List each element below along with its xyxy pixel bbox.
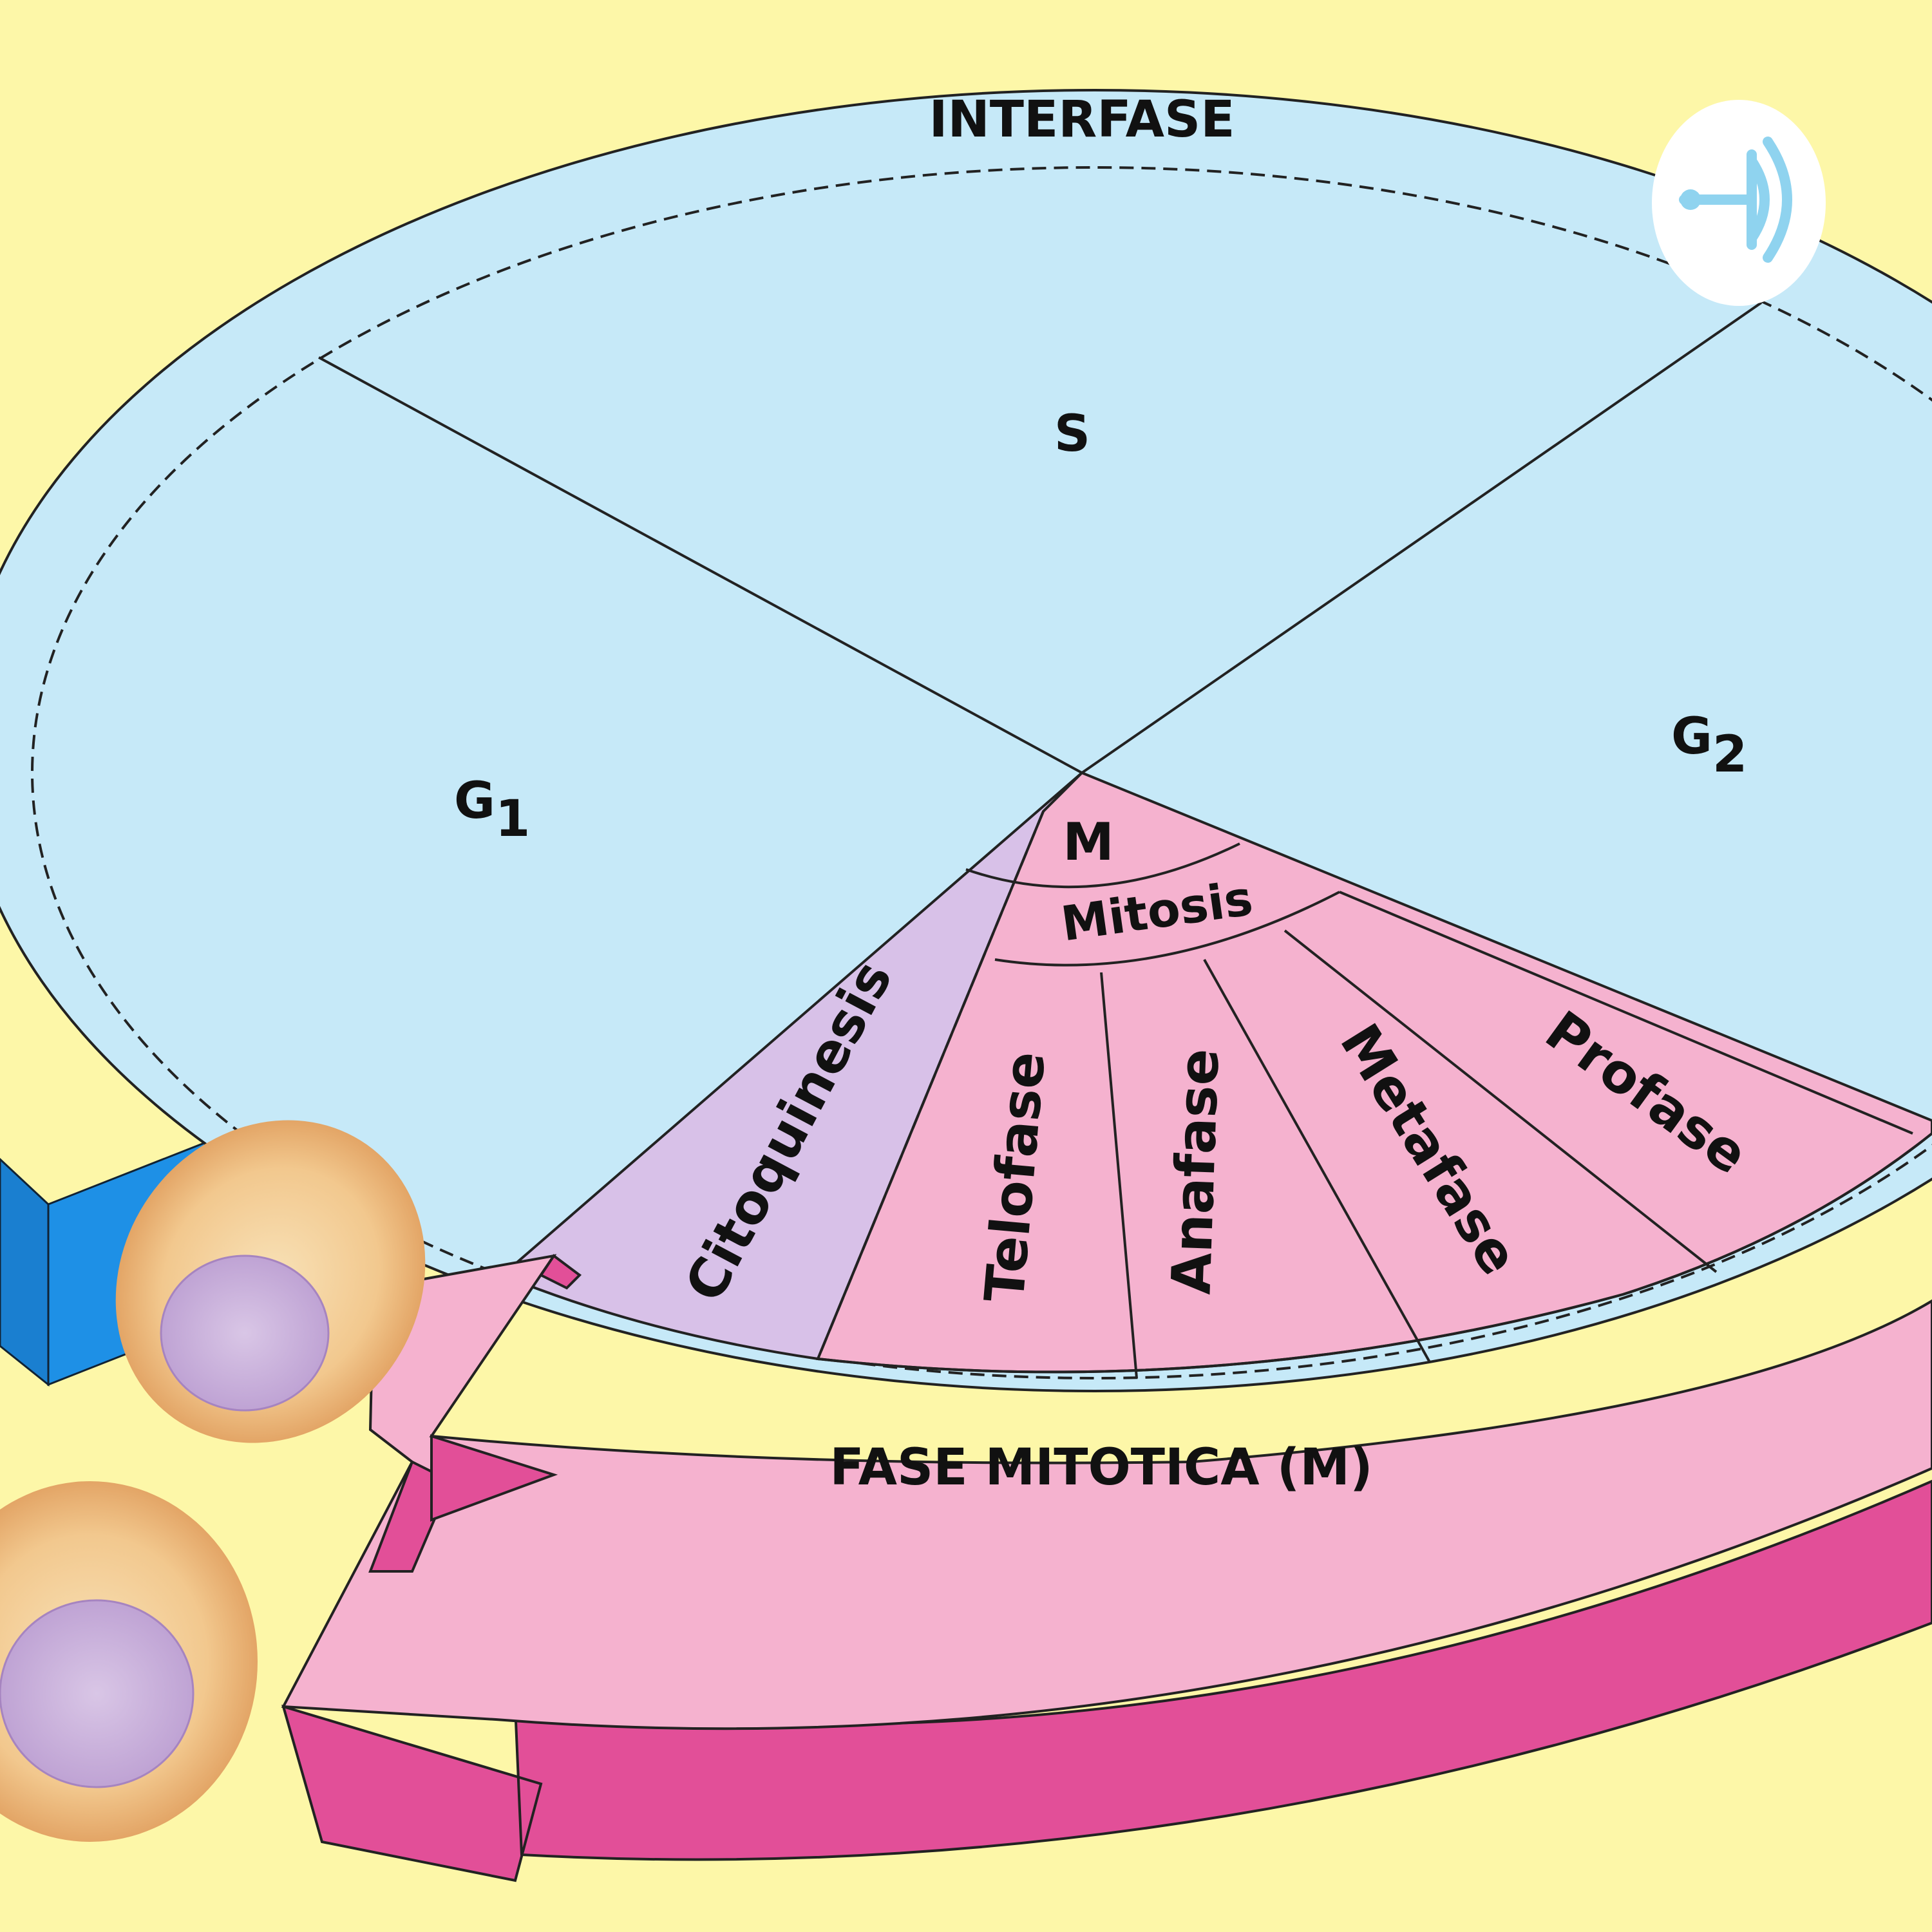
g1-letter: G (454, 772, 495, 830)
g2-label: G2 (1671, 708, 1747, 784)
mitotic-arrow-shadow (281, 1479, 1932, 1882)
cell-top-nucleus (160, 1255, 330, 1412)
g1-label: G1 (454, 772, 530, 848)
cell-top (115, 1120, 426, 1443)
cytokinesis-dashed-boundary (817, 811, 1045, 1359)
arrow-inner-edge (817, 1132, 1932, 1374)
m-label: M (1063, 812, 1114, 872)
s-phase-label: S (1054, 405, 1090, 463)
phase-divider-1 (1100, 972, 1138, 1379)
m-arc (965, 842, 1240, 889)
phase-divider-3 (1283, 929, 1718, 1273)
g2-subscript: 2 (1712, 726, 1747, 784)
interphase-label: INTERFASE (929, 91, 1235, 149)
g2-letter: G (1671, 708, 1712, 766)
arrow-tip-face (430, 1434, 558, 1522)
phase-label-anafase: Anafase (1159, 1048, 1231, 1296)
mitosis-arc (994, 891, 1340, 967)
phase-divider-2 (1203, 959, 1431, 1363)
cytokinesis-sector (500, 772, 1083, 1361)
mitotic-phase-label: FASE MITOTICA (M) (829, 1439, 1372, 1497)
cell-bottom-nucleus (0, 1599, 194, 1788)
mitotic-arrow (281, 1254, 1932, 1730)
arrow-head-top (539, 1254, 582, 1290)
podcast-logo-icon (1652, 100, 1826, 306)
g1-subscript: 1 (495, 790, 530, 848)
divider-s-g2 (1081, 301, 1763, 774)
phase-divider-4 (1339, 891, 1913, 1135)
cell-bottom (0, 1481, 258, 1842)
divider-g1-s (318, 356, 1083, 774)
